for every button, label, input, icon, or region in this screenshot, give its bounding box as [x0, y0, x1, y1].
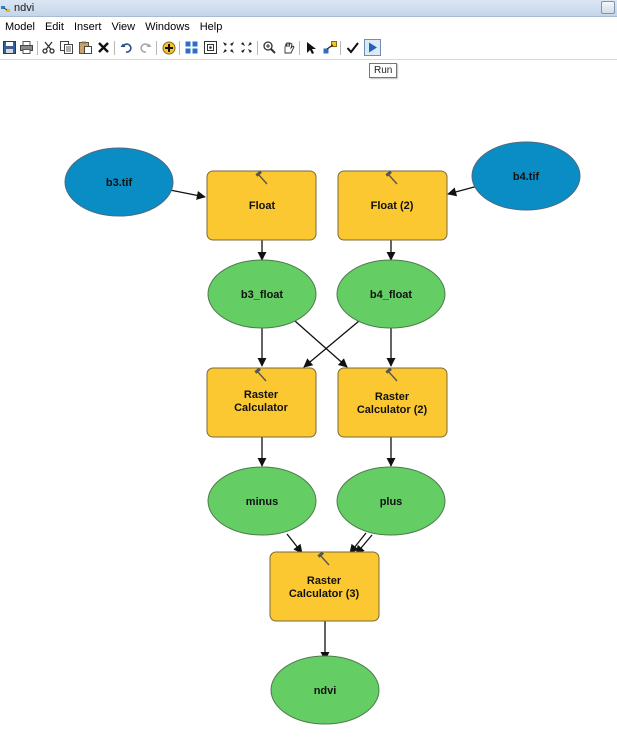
toolbar-separator: [257, 41, 258, 55]
toolbar-separator: [340, 41, 341, 55]
menu-insert[interactable]: Insert: [73, 21, 102, 33]
run-tooltip: Run: [369, 63, 398, 78]
menu-windows[interactable]: Windows: [145, 21, 190, 33]
connector-plus-rc3-a[interactable]: [349, 532, 367, 554]
hammer-icon: [385, 170, 398, 185]
zoom-in-icon[interactable]: [262, 40, 277, 55]
menu-help[interactable]: Help: [199, 21, 223, 33]
fixed-zoom-in-icon[interactable]: [221, 40, 236, 55]
connector-plus-rc3-b[interactable]: [355, 534, 373, 555]
hammer-icon: [254, 367, 267, 382]
select-icon[interactable]: [304, 40, 319, 55]
title-bar: ndvi: [0, 0, 617, 17]
node-raster-calculator-2[interactable]: Raster Calculator (2): [337, 367, 448, 438]
connect-icon[interactable]: [322, 40, 337, 55]
window-title: ndvi: [14, 2, 35, 14]
node-label: b3.tif: [106, 177, 133, 189]
node-raster-calculator-3[interactable]: Raster Calculator (3): [269, 551, 380, 622]
node-b3-float[interactable]: b3_float: [207, 259, 317, 329]
node-label: plus: [380, 496, 403, 508]
run-button[interactable]: [364, 39, 381, 56]
toolbar-separator: [299, 41, 300, 55]
hammer-icon: [385, 367, 398, 382]
node-b4-float[interactable]: b4_float: [336, 259, 446, 329]
connectors: [169, 185, 479, 661]
delete-icon[interactable]: [96, 40, 111, 55]
node-label: b3_float: [241, 289, 284, 301]
cut-icon[interactable]: [41, 40, 56, 55]
node-label: Calculator (3): [289, 588, 360, 600]
toolbar-separator: [114, 41, 115, 55]
node-minus[interactable]: minus: [207, 466, 317, 536]
node-label: minus: [246, 496, 278, 508]
node-raster-calculator[interactable]: Raster Calculator: [206, 367, 317, 438]
node-float[interactable]: Float: [206, 170, 317, 241]
connector-b4tif-float2[interactable]: [447, 185, 479, 197]
paste-icon[interactable]: [78, 40, 93, 55]
node-float-2[interactable]: Float (2): [337, 170, 448, 241]
toolbar-separator: [179, 41, 180, 55]
connector-b3float-rc2[interactable]: [294, 320, 348, 368]
window-control-button[interactable]: [601, 1, 615, 14]
hammer-icon: [317, 551, 330, 566]
redo-icon[interactable]: [138, 40, 153, 55]
connector-b3tif-float[interactable]: [169, 189, 206, 200]
node-b4-tif[interactable]: b4.tif: [471, 141, 581, 211]
node-plus[interactable]: plus: [336, 466, 446, 536]
node-b3-tif[interactable]: b3.tif: [64, 147, 174, 217]
connector-minus-rc3[interactable]: [286, 533, 303, 554]
pan-icon[interactable]: [281, 40, 296, 55]
node-label: ndvi: [314, 685, 337, 697]
node-label: Calculator: [234, 402, 289, 414]
full-extent-icon[interactable]: [203, 40, 218, 55]
print-icon[interactable]: [19, 40, 34, 55]
model-icon: [1, 4, 11, 12]
copy-icon[interactable]: [59, 40, 74, 55]
node-ndvi[interactable]: ndvi: [270, 655, 380, 725]
node-label: Float (2): [371, 200, 414, 212]
node-label: Raster: [307, 575, 342, 587]
menu-edit[interactable]: Edit: [44, 21, 64, 33]
undo-icon[interactable]: [119, 40, 134, 55]
fixed-zoom-out-icon[interactable]: [239, 40, 254, 55]
node-label: b4.tif: [513, 171, 540, 183]
toolbar: [0, 37, 617, 60]
menu-model[interactable]: Model: [5, 21, 35, 33]
node-label: Raster: [375, 391, 410, 403]
toolbar-separator: [156, 41, 157, 55]
node-label: Calculator (2): [357, 404, 428, 416]
auto-layout-icon[interactable]: [184, 40, 199, 55]
validate-icon[interactable]: [345, 40, 360, 55]
hammer-icon: [255, 170, 268, 185]
node-label: Raster: [244, 389, 279, 401]
menu-view[interactable]: View: [111, 21, 136, 33]
save-icon[interactable]: [2, 40, 17, 55]
node-label: Float: [249, 200, 276, 212]
node-label: b4_float: [370, 289, 413, 301]
toolbar-separator: [37, 41, 38, 55]
add-data-icon[interactable]: [161, 40, 176, 55]
run-icon: [369, 42, 377, 53]
menu-bar: Model Edit Insert View Windows Help: [0, 17, 617, 37]
connector-b4float-rc[interactable]: [303, 320, 360, 368]
